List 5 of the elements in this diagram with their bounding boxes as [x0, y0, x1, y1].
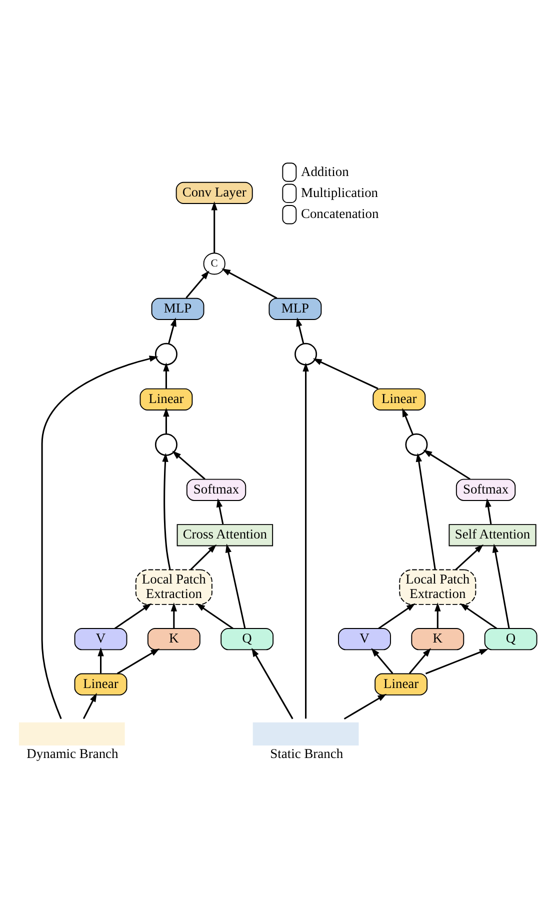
node-label: Static Branch: [270, 746, 344, 762]
legend-label: Addition: [300, 164, 349, 179]
node-label: Dynamic Branch: [26, 746, 118, 762]
legend-label: Concatenation: [300, 206, 379, 222]
legend-label: Multiplication: [300, 184, 378, 200]
